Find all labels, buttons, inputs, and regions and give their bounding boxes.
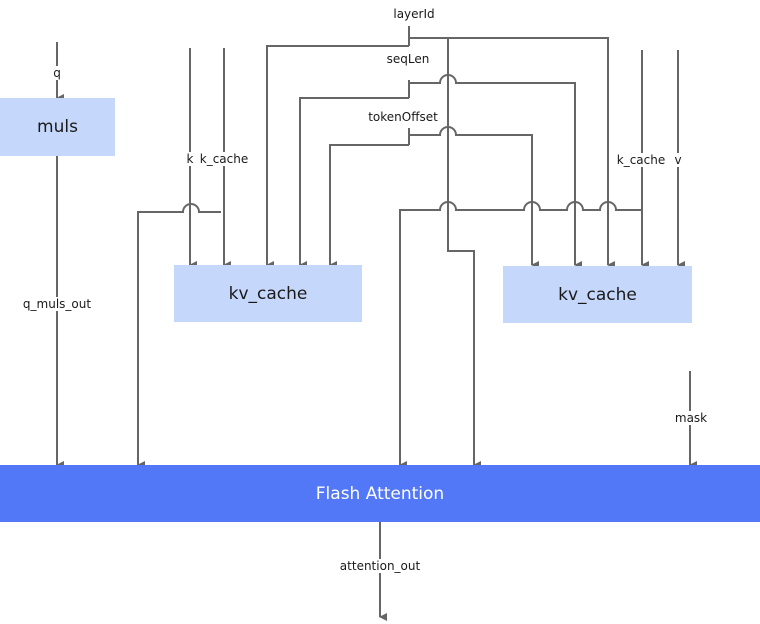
edge-layerid-right xyxy=(409,37,615,269)
edge-layerid-left xyxy=(266,45,409,269)
label-k: k xyxy=(185,152,195,166)
node-flash-attention: Flash Attention xyxy=(0,465,760,522)
node-muls: muls xyxy=(0,98,115,156)
label-mask: mask xyxy=(673,411,709,425)
edge-tokenoffset-right xyxy=(409,126,539,269)
node-kv-cache-right-label: kv_cache xyxy=(558,284,637,305)
label-k-cache-left: k_cache xyxy=(198,152,250,166)
node-flash-attention-label: Flash Attention xyxy=(315,483,445,504)
node-kv-cache-left: kv_cache xyxy=(174,265,362,322)
label-attention-out: attention_out xyxy=(338,559,422,573)
edge-seqlen-right xyxy=(409,74,582,269)
label-q: q xyxy=(52,66,62,80)
node-kv-cache-right: kv_cache xyxy=(503,266,692,323)
label-seqlen: seqLen xyxy=(385,52,431,66)
edge-tokenoffset-left xyxy=(329,144,409,269)
label-tokenoffset: tokenOffset xyxy=(367,110,439,124)
edge-seqlen-left xyxy=(299,97,409,269)
edge-layerid-down xyxy=(447,38,481,469)
label-k-cache-right: k_cache xyxy=(615,153,667,167)
node-kv-cache-left-label: kv_cache xyxy=(228,283,308,304)
label-layerid: layerId xyxy=(392,7,436,21)
edge-k-cache-bypass xyxy=(137,203,221,469)
node-muls-label: muls xyxy=(37,117,78,137)
edge-k-cache-right-bypass xyxy=(399,201,642,469)
label-q-muls-out: q_muls_out xyxy=(21,297,93,311)
label-v: v xyxy=(673,153,683,167)
